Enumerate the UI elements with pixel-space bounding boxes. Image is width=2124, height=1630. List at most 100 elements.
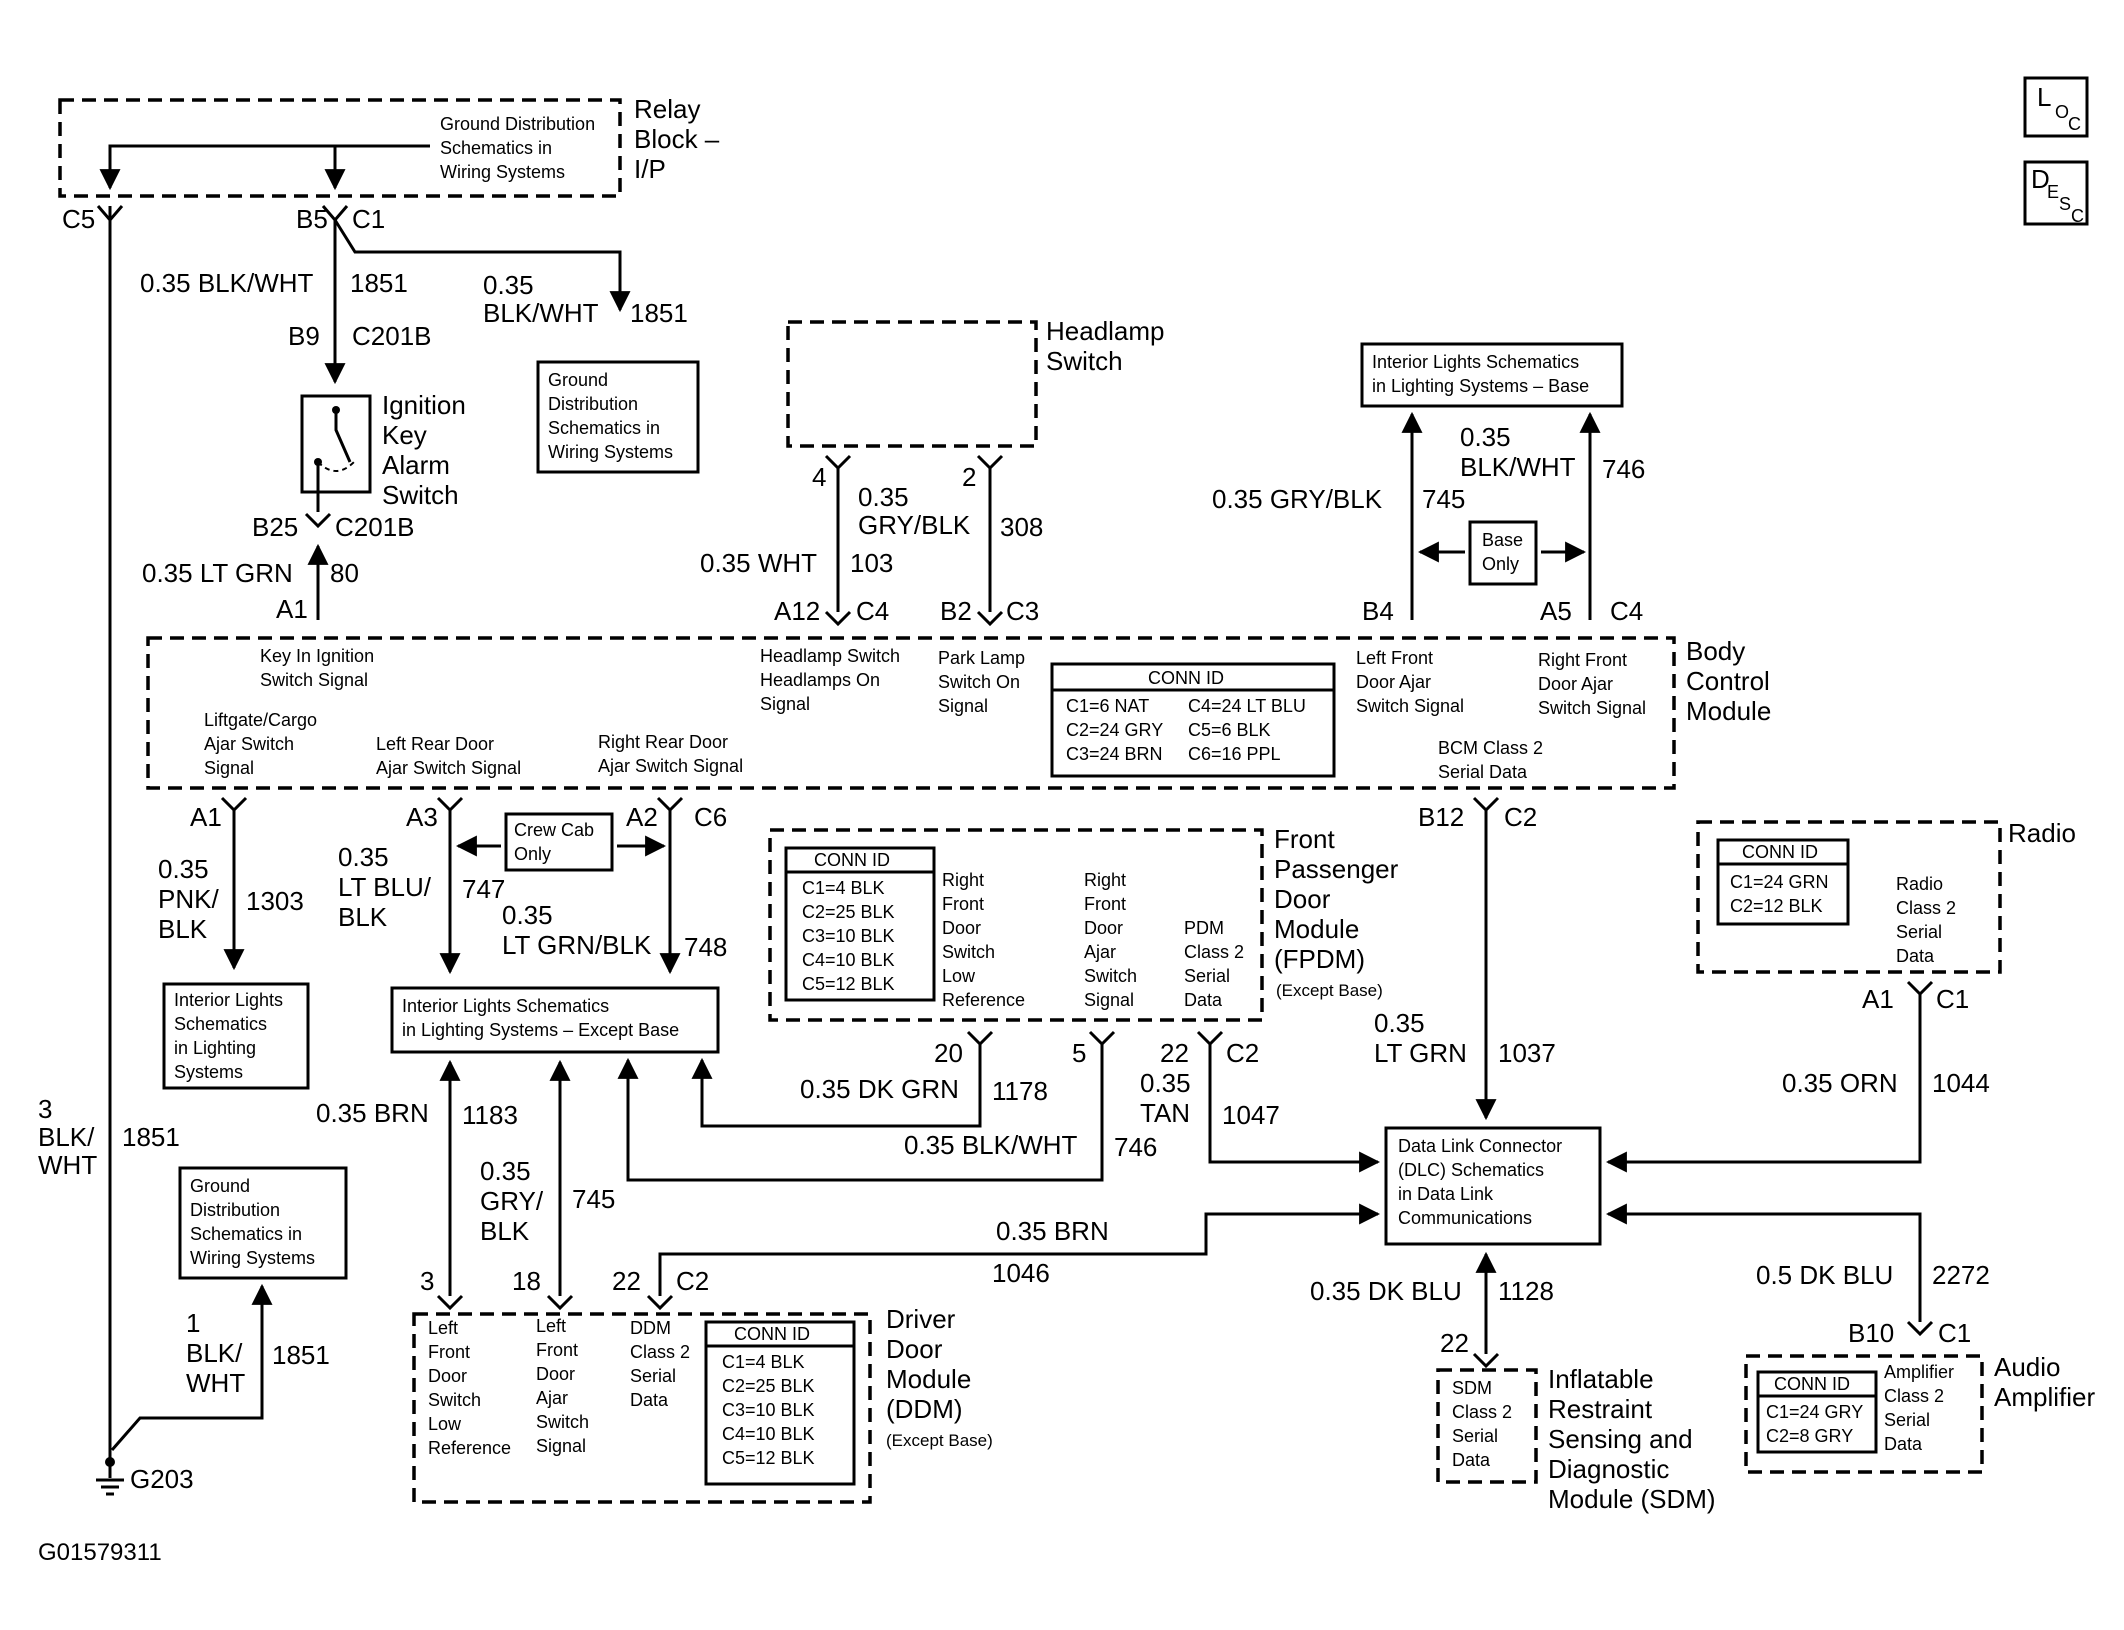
svg-text:Switch On: Switch On [938, 672, 1020, 692]
svg-text:Schematics: Schematics [174, 1014, 267, 1034]
svg-text:Ajar: Ajar [536, 1388, 568, 1408]
ground-distribution-box-top[interactable]: Ground Distribution Schematics in Wiring… [536, 360, 700, 474]
svg-text:in Data Link: in Data Link [1398, 1184, 1494, 1204]
svg-text:Serial: Serial [1896, 922, 1942, 942]
svg-text:Data: Data [1452, 1450, 1491, 1470]
interior-lights-except-base-box[interactable]: Interior Lights Schematics in Lighting S… [390, 986, 720, 1054]
svg-text:745: 745 [572, 1184, 615, 1214]
svg-text:BLK/WHT: BLK/WHT [1460, 452, 1576, 482]
svg-text:Wiring Systems: Wiring Systems [548, 442, 673, 462]
interior-lights-base-box[interactable]: Interior Lights Schematics in Lighting S… [1360, 342, 1624, 408]
svg-text:Door Ajar: Door Ajar [1356, 672, 1431, 692]
svg-text:Class 2: Class 2 [1884, 1386, 1944, 1406]
svg-text:C5=6 BLK: C5=6 BLK [1188, 720, 1271, 740]
svg-text:0.35: 0.35 [1460, 422, 1511, 452]
bcm-conn-id-table: CONN ID C1=6 NAT C2=24 GRY C3=24 BRN C4=… [1050, 662, 1336, 778]
desc-icon[interactable]: D E S C [2023, 160, 2089, 226]
ignition-key-alarm-switch[interactable]: Ignition Key Alarm Switch [300, 390, 466, 510]
svg-text:Switch: Switch [1084, 966, 1137, 986]
svg-text:Diagnostic: Diagnostic [1548, 1454, 1669, 1484]
svg-text:0.35 BLK/WHT: 0.35 BLK/WHT [904, 1130, 1078, 1160]
headlamp-switch[interactable]: Headlamp Switch [786, 316, 1165, 448]
svg-text:in Lighting Systems – Base: in Lighting Systems – Base [1372, 376, 1589, 396]
svg-text:Wiring Systems: Wiring Systems [190, 1248, 315, 1268]
svg-text:Right Front: Right Front [1538, 650, 1627, 670]
svg-text:BLK/WHT: BLK/WHT [483, 298, 599, 328]
svg-text:Block –: Block – [634, 124, 720, 154]
svg-text:C: C [2071, 206, 2084, 226]
svg-text:746: 746 [1602, 454, 1645, 484]
svg-text:0.35: 0.35 [480, 1156, 531, 1186]
svg-text:1046: 1046 [992, 1258, 1050, 1288]
svg-text:C2: C2 [1504, 802, 1537, 832]
svg-text:1851: 1851 [350, 268, 408, 298]
crew-cab-only-box: Crew Cab Only [504, 812, 614, 872]
svg-text:Left Front: Left Front [1356, 648, 1433, 668]
wire-2272 [1605, 1203, 1922, 1322]
svg-text:Interior Lights Schematics: Interior Lights Schematics [1372, 352, 1579, 372]
svg-text:0.5 DK BLU: 0.5 DK BLU [1756, 1260, 1893, 1290]
loc-icon[interactable]: L O C [2023, 76, 2089, 138]
svg-text:Distribution: Distribution [190, 1200, 280, 1220]
svg-text:1851: 1851 [630, 298, 688, 328]
svg-text:I/P: I/P [634, 154, 666, 184]
svg-text:S: S [2059, 194, 2071, 214]
svg-text:80: 80 [330, 558, 359, 588]
front-passenger-door-module[interactable]: Front Passenger Door Module (FPDM) (Exce… [768, 824, 1399, 1022]
connector-c5 [96, 205, 124, 223]
svg-text:Ajar Switch Signal: Ajar Switch Signal [376, 758, 521, 778]
sdm-module[interactable]: SDM Class 2 Serial Data Inflatable Restr… [1436, 1364, 1716, 1514]
audio-amplifier-module[interactable]: Audio Amplifier Amplifier Class 2 Serial… [1744, 1352, 2095, 1474]
data-link-connector-box[interactable]: Data Link Connector (DLC) Schematics in … [1384, 1126, 1602, 1246]
svg-text:SDM: SDM [1452, 1378, 1492, 1398]
wire-1046 [658, 1203, 1381, 1296]
svg-text:Only: Only [1482, 554, 1519, 574]
svg-text:308: 308 [1000, 512, 1043, 542]
svg-text:Front: Front [942, 894, 984, 914]
svg-text:Schematics in: Schematics in [190, 1224, 302, 1244]
svg-text:Headlamps On: Headlamps On [760, 670, 880, 690]
interior-lights-left-box[interactable]: Interior Lights Schematics in Lighting S… [162, 982, 310, 1090]
base-only-box: Base Only [1468, 520, 1538, 586]
svg-text:L: L [2037, 82, 2051, 112]
svg-text:Serial: Serial [630, 1366, 676, 1386]
svg-text:Schematics in: Schematics in [548, 418, 660, 438]
svg-text:0.35 BLK/WHT: 0.35 BLK/WHT [140, 268, 314, 298]
wire-746-bottom [617, 1044, 1104, 1182]
svg-text:Front: Front [536, 1340, 578, 1360]
svg-text:Ignition: Ignition [382, 390, 466, 420]
svg-text:Signal: Signal [536, 1436, 586, 1456]
svg-text:Data: Data [1896, 946, 1935, 966]
svg-text:Radio: Radio [2008, 818, 2076, 848]
svg-text:Door: Door [428, 1366, 467, 1386]
svg-text:1303: 1303 [246, 886, 304, 916]
svg-text:Class 2: Class 2 [1452, 1402, 1512, 1422]
svg-text:747: 747 [462, 874, 505, 904]
radio-conn-id-table: CONN ID C1=24 GRN C2=12 BLK [1716, 838, 1850, 926]
wire-1851-c1 [333, 219, 631, 313]
driver-door-module[interactable]: Driver Door Module (DDM) (Except Base) L… [412, 1304, 993, 1504]
svg-text:C1: C1 [1936, 984, 1969, 1014]
ddm-conn-id-table: CONN ID C1=4 BLK C2=25 BLK C3=10 BLK C4=… [704, 1320, 856, 1486]
svg-text:Serial: Serial [1184, 966, 1230, 986]
svg-text:Only: Only [514, 844, 551, 864]
svg-text:Door: Door [886, 1334, 943, 1364]
svg-text:Signal: Signal [1084, 990, 1134, 1010]
svg-text:C1=4 BLK: C1=4 BLK [802, 878, 885, 898]
svg-text:1: 1 [186, 1308, 200, 1338]
svg-text:Data: Data [1884, 1434, 1923, 1454]
svg-text:745: 745 [1422, 484, 1465, 514]
svg-text:C4: C4 [856, 596, 889, 626]
svg-text:C1=6 NAT: C1=6 NAT [1066, 696, 1149, 716]
body-control-module[interactable]: Body Control Module Key In Ignition Swit… [146, 636, 1771, 790]
svg-text:Radio: Radio [1896, 874, 1943, 894]
svg-text:Liftgate/Cargo: Liftgate/Cargo [204, 710, 317, 730]
svg-text:CONN ID: CONN ID [1774, 1374, 1850, 1394]
svg-text:B5: B5 [296, 204, 328, 234]
ground-distribution-box-left[interactable]: Ground Distribution Schematics in Wiring… [178, 1166, 348, 1280]
radio-module[interactable]: Radio Radio Class 2 Serial Data [1696, 818, 2076, 974]
svg-text:B9: B9 [288, 321, 320, 351]
svg-text:4: 4 [812, 462, 826, 492]
svg-text:C3=24 BRN: C3=24 BRN [1066, 744, 1163, 764]
svg-text:Door: Door [1084, 918, 1123, 938]
